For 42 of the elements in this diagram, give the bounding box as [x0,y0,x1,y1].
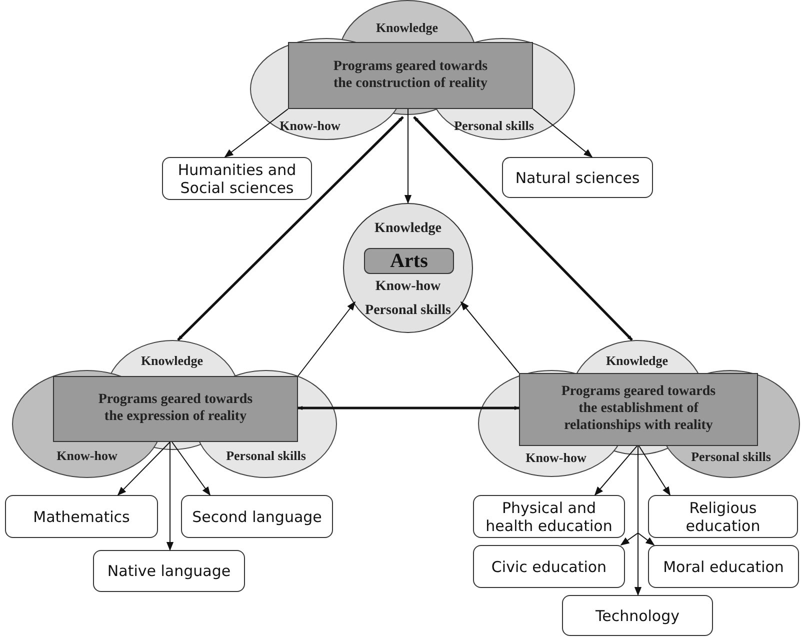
circle-label: Know-how [375,279,441,295]
ellipse-cluster [12,340,337,478]
ellipse-cluster [250,0,575,140]
subject-box: Civic education [473,545,625,588]
ellipse-label: Personal skills [691,449,771,465]
arrow [638,446,670,496]
arrow [117,442,170,496]
arrow [298,301,356,376]
arrow [460,301,520,374]
arrow [404,108,412,204]
circle-label: Knowledge [374,221,442,237]
subject-box: Second language [181,495,333,538]
ellipse-cluster [478,340,800,478]
ellipse-label: Knowledge [376,20,438,36]
arrow [532,108,593,158]
subject-box: Moral education [648,545,799,588]
subject-box: Physical and health education [473,495,625,538]
ellipse-label: Know-how [280,118,340,134]
circle-label: Personal skills [365,303,451,319]
arrow [224,108,288,158]
program-box: Programs geared towards the construction of reality [288,42,533,109]
subject-box: Technology [562,595,713,636]
subject-box: Natural sciences [502,157,653,198]
subject-box: Religious education [648,495,798,538]
subject-box: Humanities and Social sciences [162,157,312,200]
arrow [298,406,520,410]
arrow [177,116,404,341]
ellipse-label: Knowledge [606,353,668,369]
ellipse-label: Personal skills [454,118,534,134]
arts-box: Arts [364,248,454,274]
arrow [413,116,633,341]
ellipse-label: Know-how [526,450,586,466]
program-box: Programs geared towards the establishment of relationships with reality [519,373,758,446]
subject-box: Native language [93,550,245,592]
subject-box: Mathematics [5,495,158,538]
arrow [166,442,174,551]
program-box: Programs geared towards the expression of reality [53,376,298,442]
ellipse-label: Know-how [56,448,118,464]
ellipse-label: Knowledge [140,353,204,369]
arrow [172,442,211,496]
arrow [594,446,638,496]
ellipse-label: Personal skills [226,448,306,464]
